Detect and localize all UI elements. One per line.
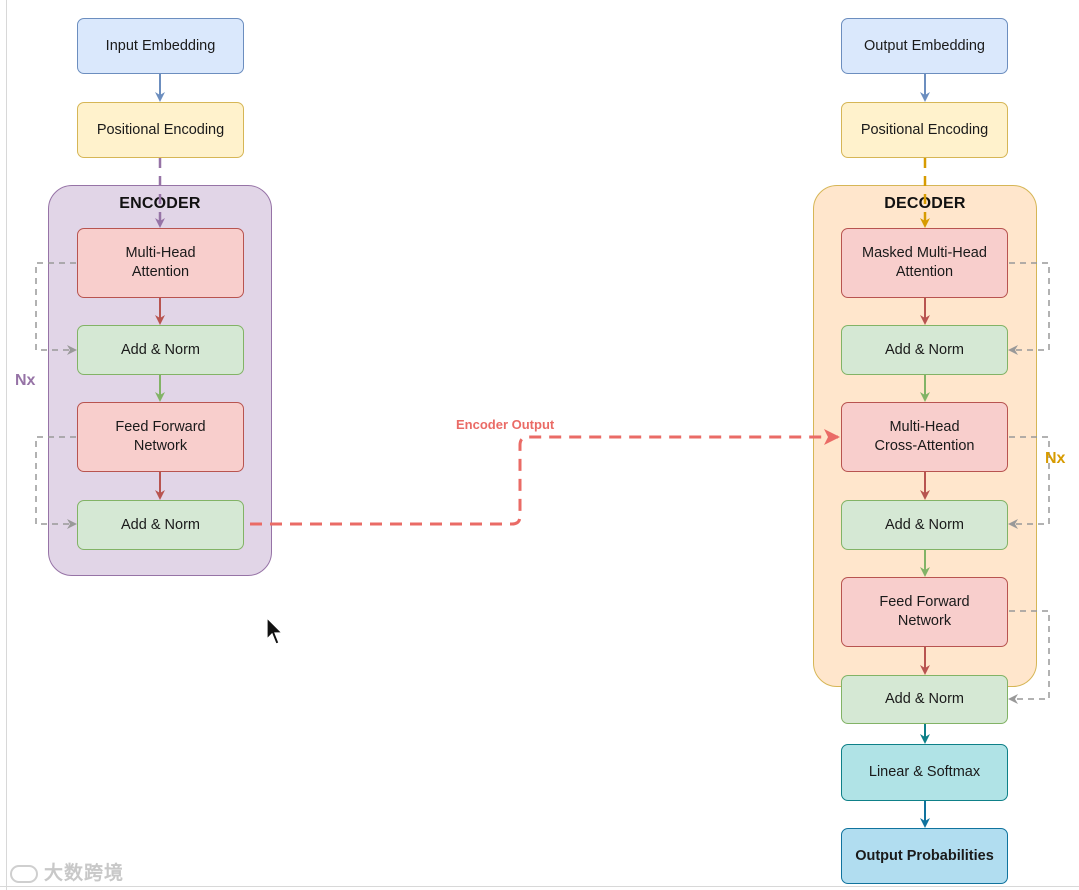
linear-softmax-box[interactable]: Linear & Softmax: [841, 744, 1008, 801]
frame-bottom-edge: [0, 886, 1079, 887]
enc-add-norm-1-box[interactable]: Add & Norm: [77, 325, 244, 375]
decoder-title: DECODER: [884, 195, 966, 212]
decoder-repeat-label: Nx: [1045, 450, 1066, 467]
enc-feed-forward-box[interactable]: Feed Forward Network: [77, 402, 244, 472]
dec-feed-forward-box[interactable]: Feed Forward Network: [841, 577, 1008, 647]
encoder-repeat-label: Nx: [15, 372, 36, 389]
dec-masked-attention-box[interactable]: Masked Multi-Head Attention: [841, 228, 1008, 298]
enc-multi-head-attention-box[interactable]: Multi-Head Attention: [77, 228, 244, 298]
dec-cross-attention-box[interactable]: Multi-Head Cross-Attention: [841, 402, 1008, 472]
encoder-output-label: Encoder Output: [456, 417, 555, 432]
mouse-cursor-icon: [266, 617, 284, 645]
output-probabilities-box[interactable]: Output Probabilities: [841, 828, 1008, 884]
enc-positional-encoding-box[interactable]: Positional Encoding: [77, 102, 244, 158]
enc-add-norm-2-box[interactable]: Add & Norm: [77, 500, 244, 550]
dec-add-norm-2-box[interactable]: Add & Norm: [841, 500, 1008, 550]
watermark: 大数跨境: [10, 858, 124, 885]
dec-add-norm-3-box[interactable]: Add & Norm: [841, 675, 1008, 724]
output-embedding-box[interactable]: Output Embedding: [841, 18, 1008, 74]
watermark-text: 大数跨境: [44, 863, 125, 884]
encoder-title: ENCODER: [119, 195, 201, 212]
frame-left-edge: [6, 0, 7, 890]
dec-add-norm-1-box[interactable]: Add & Norm: [841, 325, 1008, 375]
watermark-logo-icon: [10, 864, 38, 883]
input-embedding-box[interactable]: Input Embedding: [77, 18, 244, 74]
dec-positional-encoding-box[interactable]: Positional Encoding: [841, 102, 1008, 158]
encoder-output-connector: [250, 429, 840, 526]
